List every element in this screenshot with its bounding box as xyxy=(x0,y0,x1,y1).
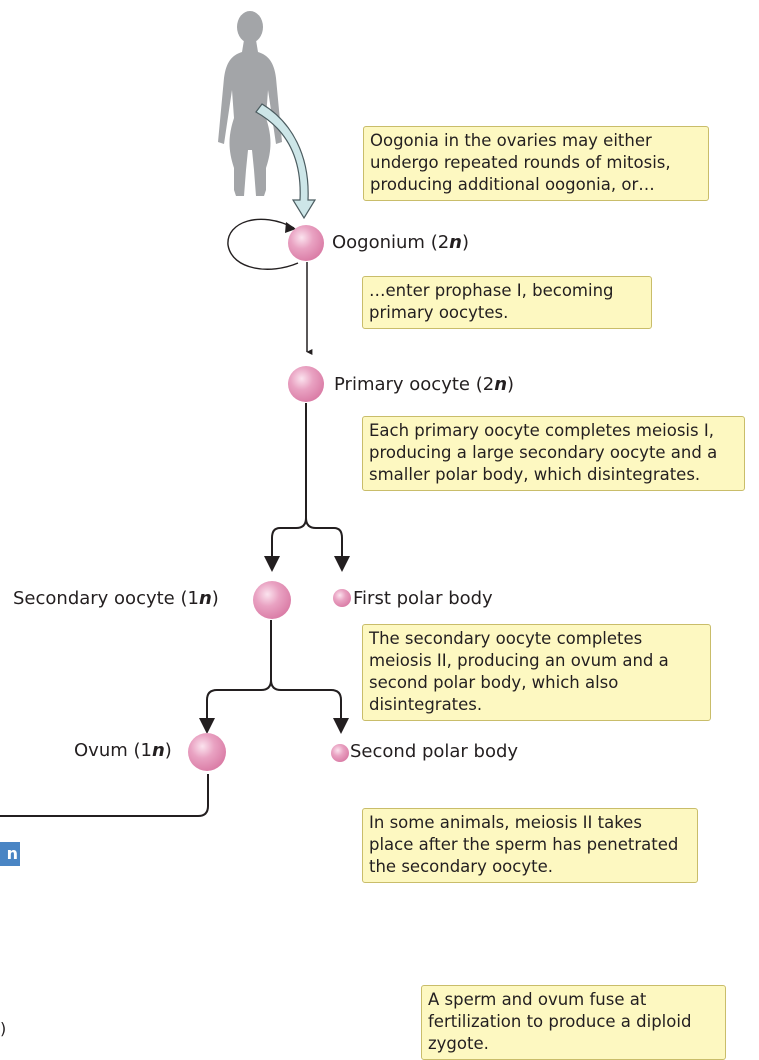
curved-arrow-icon xyxy=(255,103,317,220)
first-polar-body-cell xyxy=(333,589,351,607)
second-polar-body-label: Second polar body xyxy=(350,741,519,762)
ovum-cell xyxy=(188,733,226,771)
oogonium-label: Oogonium (2n) xyxy=(332,232,470,253)
first-polar-body-label: First polar body xyxy=(353,588,493,609)
note-enter-prophase: …enter prophase I, becoming primary oocy… xyxy=(362,276,652,329)
secondary-oocyte-cell xyxy=(253,581,291,619)
branch-meiosis-2 xyxy=(206,620,342,722)
female-silhouette-icon xyxy=(218,11,282,196)
primary-oocyte-cell xyxy=(288,366,324,402)
ovum-label: Ovum (1n) xyxy=(74,740,172,761)
primary-oocyte-label: Primary oocyte (2n) xyxy=(334,374,515,395)
note-meiosis-1: Each primary oocyte completes meiosis I,… xyxy=(362,416,745,491)
note-meiosis-2: The secondary oocyte completes meiosis I… xyxy=(362,624,711,721)
branch-meiosis-1 xyxy=(271,403,343,560)
note-sperm-penetration: In some animals, meiosis II takes place … xyxy=(362,808,698,883)
fertilization-tab-fragment: n xyxy=(0,842,20,866)
note-fertilization: A sperm and ovum fuse at fertilization t… xyxy=(421,985,726,1060)
second-polar-body-cell xyxy=(331,744,349,762)
oogonium-cell xyxy=(288,225,324,261)
note-oogonia-mitosis: Oogonia in the ovaries may either underg… xyxy=(363,126,709,201)
ovum-to-fertilization-line xyxy=(0,774,209,817)
secondary-oocyte-label: Secondary oocyte (1n) xyxy=(13,588,219,609)
mitosis-loop-arrow xyxy=(227,218,299,270)
zygote-label-fragment: ) xyxy=(0,1019,7,1038)
